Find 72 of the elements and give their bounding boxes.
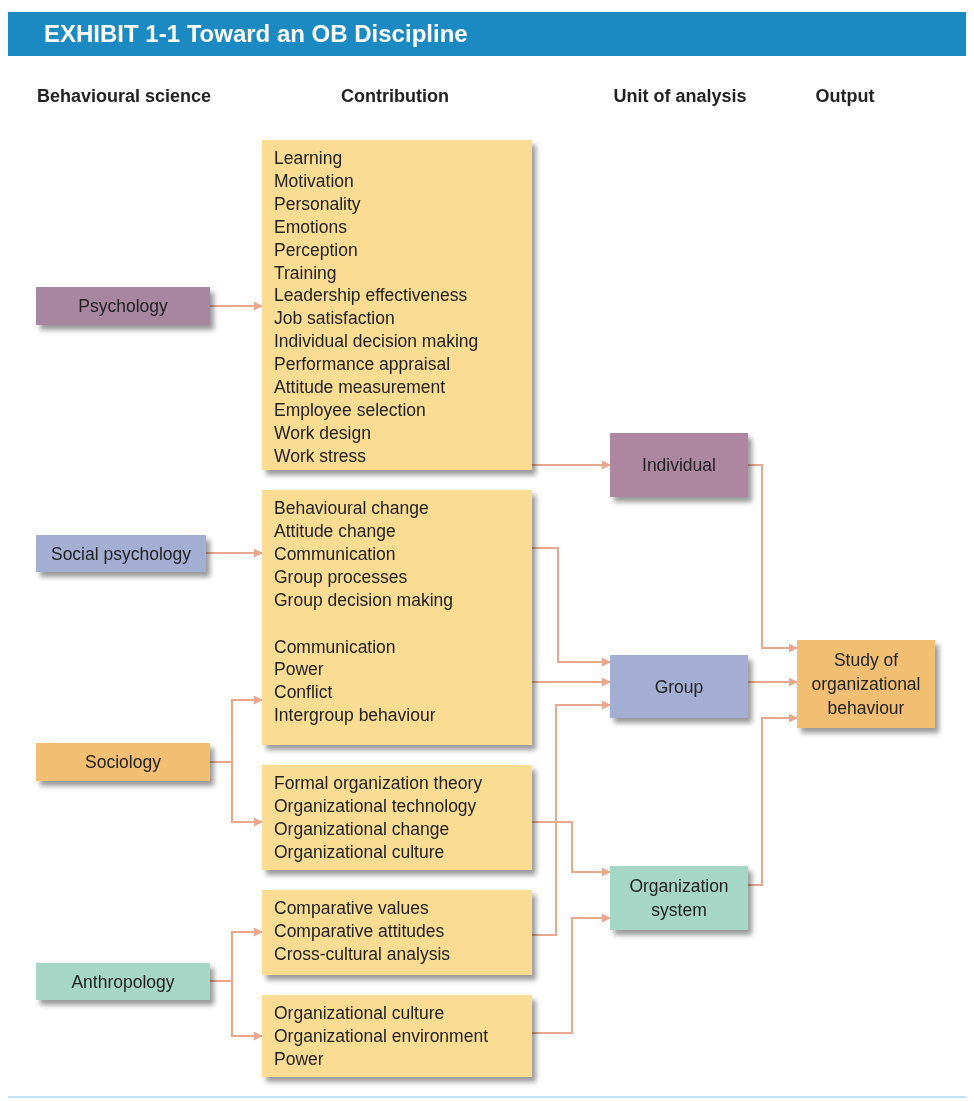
category-box bbox=[36, 535, 206, 572]
connector-arrow bbox=[531, 547, 611, 667]
node-label: Study of organizational behaviour bbox=[810, 649, 922, 720]
connector-arrow bbox=[205, 548, 263, 558]
connector-arrow bbox=[531, 821, 611, 877]
connector-arrow bbox=[209, 761, 263, 827]
list-item: Emotions bbox=[274, 215, 348, 239]
list-item: Work design bbox=[274, 421, 372, 445]
topic-list-box bbox=[262, 140, 532, 470]
node-label: Organization system bbox=[628, 875, 730, 922]
list-item: Attitude change bbox=[274, 519, 397, 543]
list-item: Organizational culture bbox=[274, 1002, 446, 1025]
node-label: Group bbox=[654, 675, 704, 699]
list-item: Conflict bbox=[274, 681, 334, 705]
node-label: Social psychology bbox=[50, 542, 192, 566]
list-item: Organizational environment bbox=[274, 1024, 489, 1048]
list-item: Personality bbox=[274, 192, 362, 216]
node-label: Individual bbox=[642, 454, 716, 477]
node-label: Psychology bbox=[78, 295, 168, 318]
list-item: Formal organization theory bbox=[274, 772, 484, 795]
list-item: Communication bbox=[274, 542, 397, 566]
list-item: Work stress bbox=[274, 444, 368, 468]
list-item: Perception bbox=[274, 238, 359, 262]
connector-arrow bbox=[747, 677, 798, 687]
title-banner: EXHIBIT 1-1 Toward an OB Discipline bbox=[8, 12, 966, 56]
list-item: Employee selection bbox=[274, 398, 427, 422]
connector-arrow bbox=[747, 464, 798, 653]
category-box bbox=[797, 640, 935, 728]
column-header: Contribution bbox=[340, 85, 450, 108]
list-item: Organizational culture bbox=[274, 840, 446, 864]
node-label: Anthropology bbox=[71, 970, 175, 994]
list-item: Motivation bbox=[274, 169, 355, 193]
node-label: Sociology bbox=[85, 751, 161, 774]
category-box bbox=[36, 287, 210, 325]
list-item: Performance appraisal bbox=[274, 353, 452, 377]
connector-arrow bbox=[747, 713, 798, 886]
topic-list-box bbox=[262, 765, 532, 870]
connector-arrow bbox=[209, 301, 263, 311]
list-item: Individual decision making bbox=[274, 330, 480, 354]
list-item: Comparative values bbox=[274, 897, 430, 920]
connector-arrow bbox=[531, 460, 611, 470]
list-item: Attitude measurement bbox=[274, 376, 447, 399]
list-item: Organizational change bbox=[274, 817, 451, 841]
list-item: Job satisfaction bbox=[274, 307, 396, 331]
list-item: Group decision making bbox=[274, 588, 454, 612]
column-header: Behavioural science bbox=[36, 85, 212, 108]
list-item: Intergroup behaviour bbox=[274, 704, 437, 728]
list-item: Training bbox=[274, 261, 338, 285]
list-item: Cross-cultural analysis bbox=[274, 942, 452, 966]
column-header: Output bbox=[814, 85, 876, 108]
connector-arrow bbox=[209, 980, 263, 1041]
category-box bbox=[610, 433, 748, 497]
list-item: Learning bbox=[274, 147, 344, 170]
category-box bbox=[610, 655, 748, 718]
list-item: Comparative attitudes bbox=[274, 919, 446, 943]
category-box bbox=[36, 963, 210, 1000]
list-item: Group processes bbox=[274, 565, 409, 589]
connector-arrow bbox=[531, 677, 611, 687]
connector-arrow bbox=[531, 700, 611, 936]
list-item: Power bbox=[274, 658, 325, 682]
list-item: Behavioural change bbox=[274, 497, 430, 520]
list-item: Organizational technology bbox=[274, 794, 478, 818]
topic-list-box bbox=[262, 490, 532, 745]
topic-list-box bbox=[262, 995, 532, 1077]
list-item: Power bbox=[274, 1047, 325, 1071]
list-item: Leadership effectiveness bbox=[274, 284, 469, 308]
column-header: Unit of analysis bbox=[612, 85, 748, 108]
category-box bbox=[36, 743, 210, 781]
connector-arrow bbox=[531, 913, 611, 1034]
list-item: Communication bbox=[274, 635, 397, 659]
category-box bbox=[610, 866, 748, 930]
topic-list-box bbox=[262, 890, 532, 975]
